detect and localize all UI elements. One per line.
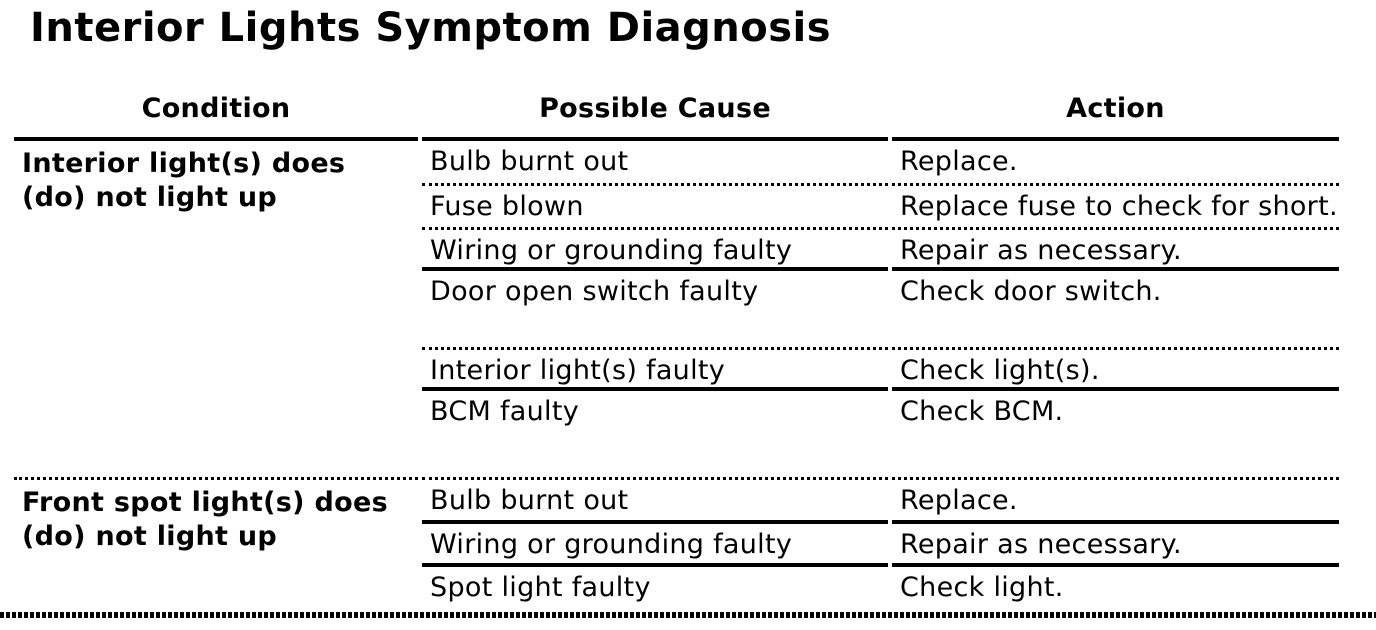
action-cell: Check light(s). xyxy=(892,347,1339,387)
cause-cell: Fuse blown xyxy=(422,183,888,227)
action-cell: Check BCM. xyxy=(892,387,1339,477)
cause-cell: Wiring or grounding faulty xyxy=(422,520,888,563)
cause-cell: BCM faulty xyxy=(422,387,888,477)
table-header-possible-cause: Possible Cause xyxy=(539,93,771,124)
table-header-condition: Condition xyxy=(141,93,291,124)
condition-cell: Front spot light(s) does (do) not light … xyxy=(14,477,418,612)
table-header-action: Action xyxy=(1066,93,1165,124)
action-cell: Replace. xyxy=(892,477,1339,520)
action-cell: Repair as necessary. xyxy=(892,227,1339,267)
action-cell: Replace. xyxy=(892,137,1339,183)
action-cell: Replace fuse to check for short. xyxy=(892,183,1339,227)
cause-cell: Door open switch faulty xyxy=(422,267,888,347)
condition-line: (do) not light up xyxy=(22,521,278,552)
page-title: Interior Lights Symptom Diagnosis xyxy=(30,5,832,51)
condition-cell: Interior light(s) does (do) not light up xyxy=(14,137,418,477)
action-cell: Check light. xyxy=(892,563,1339,612)
action-cell: Check door switch. xyxy=(892,267,1339,347)
cause-cell: Interior light(s) faulty xyxy=(422,347,888,387)
table-bottom-rule xyxy=(0,612,1376,618)
cause-cell: Spot light faulty xyxy=(422,563,888,612)
cause-cell: Bulb burnt out xyxy=(422,137,888,183)
table-section-front-spot-lights: Front spot light(s) does (do) not light … xyxy=(14,477,1339,612)
diagnosis-table: Condition Possible Cause Action Interior… xyxy=(14,52,1339,612)
condition-line: (do) not light up xyxy=(22,182,278,213)
table-section-interior-lights: Interior light(s) does (do) not light up… xyxy=(14,137,1339,477)
cause-cell: Wiring or grounding faulty xyxy=(422,227,888,267)
cause-cell: Bulb burnt out xyxy=(422,477,888,520)
action-cell: Repair as necessary. xyxy=(892,520,1339,563)
condition-line: Front spot light(s) does xyxy=(22,487,388,518)
table-header-row: Condition Possible Cause Action xyxy=(14,52,1339,137)
condition-line: Interior light(s) does xyxy=(22,148,346,179)
